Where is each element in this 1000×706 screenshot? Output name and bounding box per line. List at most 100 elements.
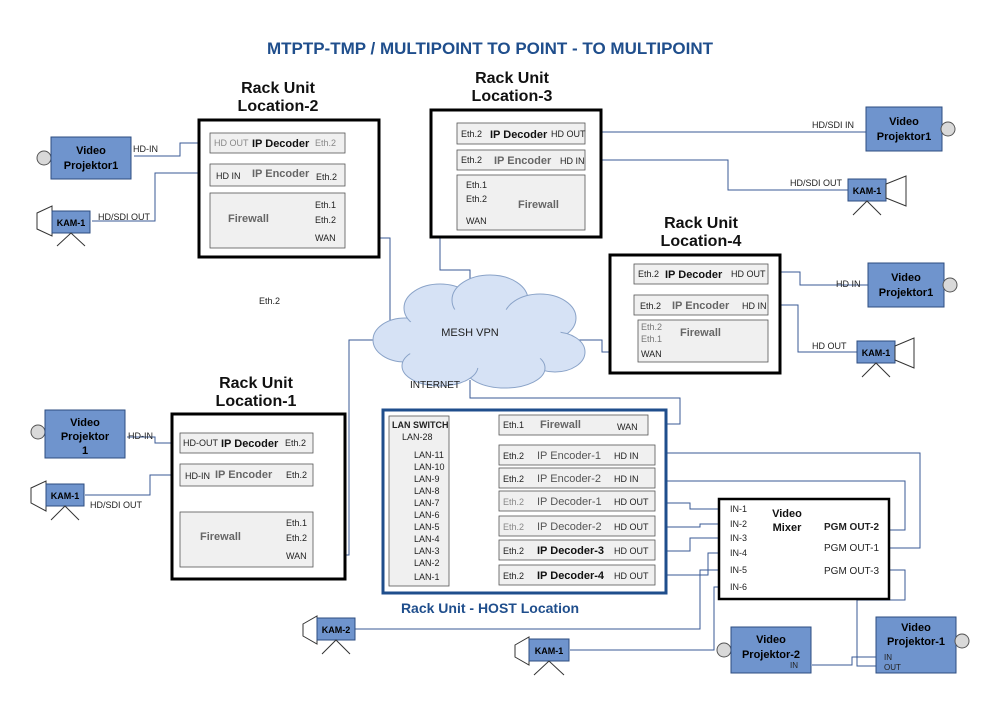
port-label: Eth.2: [259, 296, 280, 306]
port-label: HD OUT: [614, 571, 649, 581]
rack-title: Rack Unit: [475, 70, 549, 87]
port-label: HD OUT: [214, 138, 249, 148]
lan-port-label: LAN-4: [414, 534, 440, 544]
camera-location-2: KAM-1 HD/SDI OUT: [36, 205, 151, 247]
port-label: HD OUT: [812, 341, 847, 351]
device-label: Projektor-1: [887, 636, 945, 648]
lan-port-list: LAN-28LAN-11LAN-10LAN-9LAN-8LAN-7LAN-6LA…: [402, 432, 445, 582]
port-label: Eth.2: [316, 172, 337, 182]
port-label: HD/SDI OUT: [98, 212, 151, 222]
rack-title: Rack Unit: [664, 215, 738, 232]
port-label: Eth.1: [315, 200, 336, 210]
port-label: Eth.1: [286, 518, 307, 528]
ip-encoder-module: [179, 463, 314, 487]
mixer-output: PGM OUT-1: [824, 543, 879, 554]
lan-port-label: LAN-6: [414, 510, 440, 520]
lens-icon: [30, 424, 46, 440]
host-module: [498, 444, 656, 466]
module-name: IP Encoder: [672, 300, 730, 312]
switch-name: LAN SWITCH: [392, 420, 449, 430]
ip-decoder-module: [179, 432, 314, 454]
host-module: [498, 539, 656, 561]
mixer-input: IN-6: [730, 582, 747, 592]
ip-encoder-module: [456, 149, 586, 171]
rack-host: LAN SWITCH LAN-28LAN-11LAN-10LAN-9LAN-8L…: [381, 408, 668, 616]
lens-icon: [954, 633, 970, 649]
module-name: Firewall: [200, 531, 241, 543]
tripod-icon: [50, 505, 80, 521]
lens-icon: [36, 150, 52, 166]
module-name: IP Encoder: [252, 168, 310, 180]
port-label: Eth.1: [503, 420, 524, 430]
module-name: IP Encoder-1: [537, 450, 601, 462]
camera-location-4: KAM-1 HD OUT: [812, 337, 915, 378]
camera-kam-2: KAM-2: [302, 615, 356, 655]
module-name: IP Decoder: [490, 129, 548, 141]
diagram-title: MTPTP-TMP / MULTIPOINT TO POINT - TO MUL…: [267, 39, 714, 58]
mixer-output: PGM OUT-3: [824, 566, 879, 577]
camera-label: KAM-2: [322, 625, 351, 635]
port-label: HD OUT: [731, 269, 766, 279]
host-module: [498, 490, 656, 512]
rack-location-2: Rack Unit Location-2 HD OUT IP Decoder E…: [197, 80, 381, 259]
port-label: Eth.2: [286, 470, 307, 480]
port-label: Eth.2: [641, 322, 662, 332]
camera-icon: [885, 175, 907, 207]
module-name: IP Encoder-2: [537, 473, 601, 485]
port-label: Eth.1: [466, 180, 487, 190]
projector-2-host: Video Projektor-2 IN: [716, 626, 812, 674]
port-label: Eth.2: [503, 522, 524, 532]
mixer-input: IN-2: [730, 519, 747, 529]
device-label: Projektor-2: [742, 649, 800, 661]
port-label: HD OUT: [614, 497, 649, 507]
mixer-output: PGM OUT-2: [824, 522, 879, 533]
port-label: OUT: [884, 663, 901, 672]
port-label: HD IN: [216, 171, 241, 181]
device-label: Video: [889, 116, 919, 128]
module-name: IP Decoder: [665, 269, 723, 281]
tripod-icon: [533, 660, 565, 676]
port-label: HD OUT: [551, 129, 586, 139]
lan-port-label: LAN-10: [414, 462, 445, 472]
ip-decoder-module: [209, 132, 346, 154]
port-label: HD OUT: [614, 522, 649, 532]
lan-switch: [388, 415, 450, 587]
lan-port-label: LAN-3: [414, 546, 440, 556]
camera-kam-1-host: KAM-1: [514, 636, 570, 676]
port-label: Eth.2: [503, 546, 524, 556]
host-module: [498, 515, 656, 537]
port-label: Eth.2: [315, 138, 336, 148]
module-name: Firewall: [680, 327, 721, 339]
port-label: Eth.2: [638, 269, 659, 279]
port-label: HD IN: [742, 301, 767, 311]
camera-location-3: KAM-1 HD/SDI OUT: [790, 175, 907, 216]
rack-title: Rack Unit: [241, 80, 315, 97]
mixer-label: Mixer: [773, 522, 802, 534]
camera-label: KAM-1: [51, 491, 80, 501]
host-firewall-module: [498, 414, 649, 436]
rack-title: Rack Unit: [219, 375, 293, 392]
port-label: Eth.2: [461, 129, 482, 139]
camera-label: KAM-1: [57, 218, 86, 228]
port-label: Eth.2: [503, 497, 524, 507]
projector-location-2: Video Projektor1 HD-IN: [36, 136, 158, 180]
device-label: Video: [76, 145, 106, 157]
projector-location-3: Video Projektor1 HD/SDI IN: [812, 106, 956, 152]
module-name: Firewall: [540, 419, 581, 431]
port-label: HD-OUT: [183, 438, 218, 448]
module-name: IP Encoder: [215, 469, 273, 481]
camera-icon: [894, 337, 915, 369]
device-label: Projektor1: [879, 287, 933, 299]
rack-location-4: Rack Unit Location-4 Eth.2 IP Decoder HD…: [608, 215, 782, 375]
camera-icon: [30, 480, 47, 512]
firewall-module: [637, 319, 769, 363]
rack-title: Location-3: [472, 88, 553, 105]
lens-icon: [716, 642, 732, 658]
device-label: Video: [70, 417, 100, 429]
camera-icon: [36, 205, 53, 237]
port-label: Eth.2: [503, 474, 524, 484]
module-name: Firewall: [228, 213, 269, 225]
mixer-input-list: IN-1IN-2IN-3IN-4IN-5IN-6: [730, 504, 747, 592]
